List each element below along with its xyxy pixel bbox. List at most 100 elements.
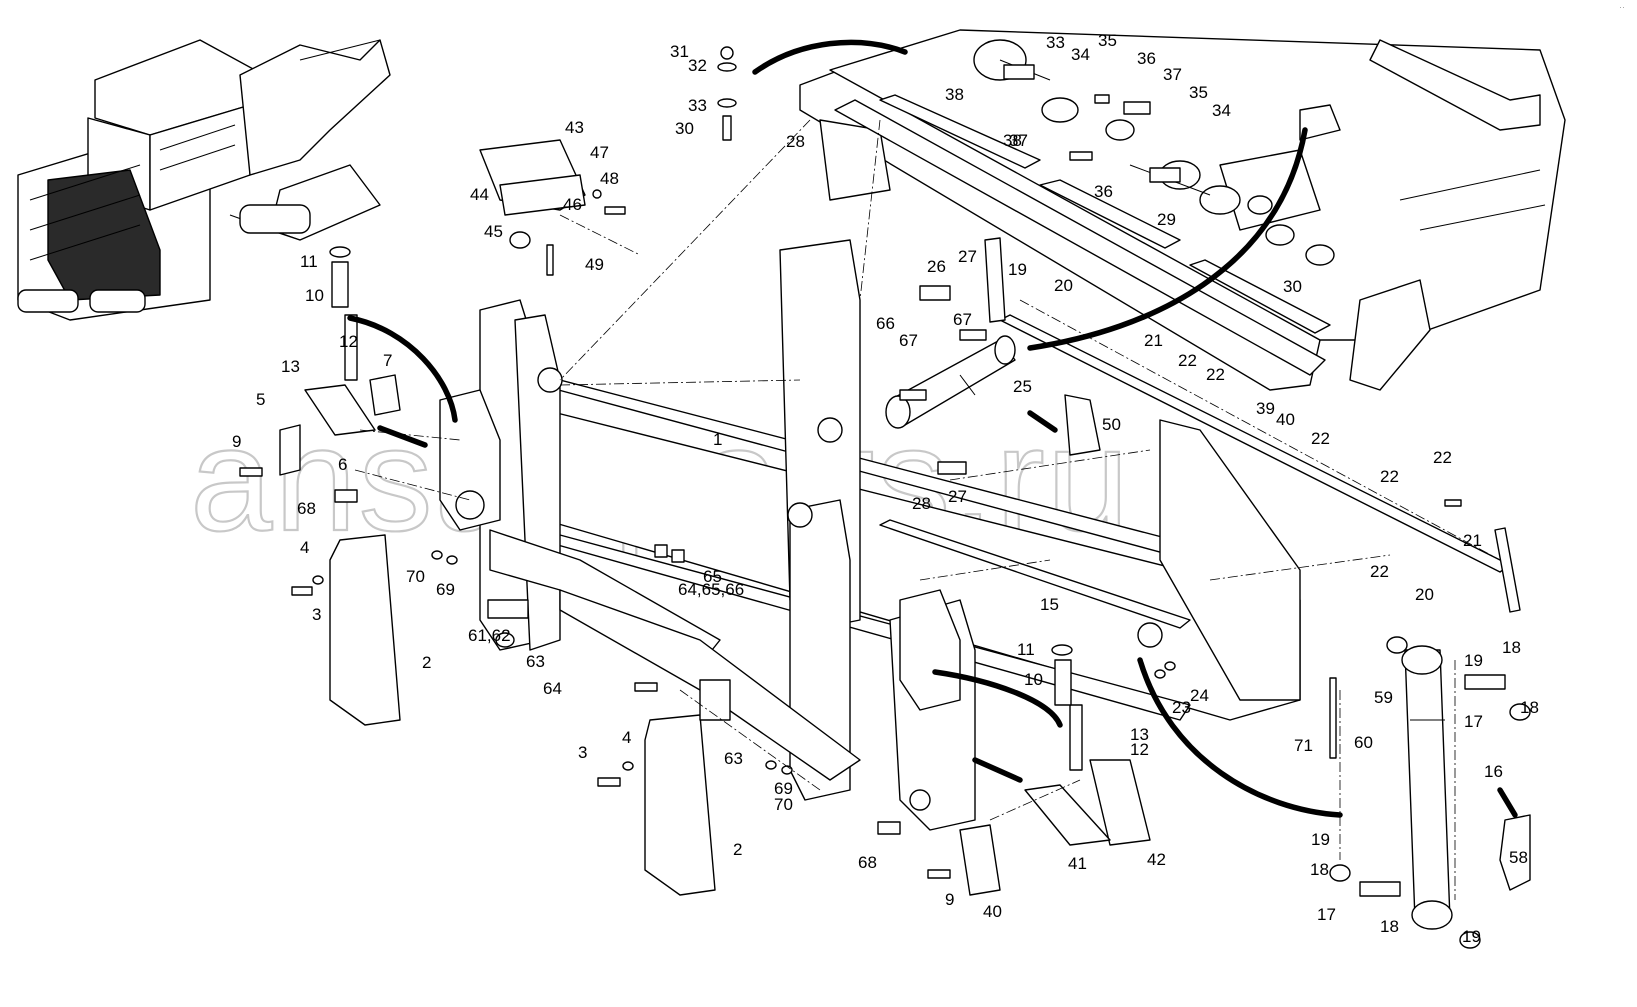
strip-30-lower: [1189, 259, 1331, 334]
callout-37: 37: [1009, 131, 1028, 150]
skid-plate-2-front: [644, 714, 716, 896]
plate-43: [1089, 759, 1151, 846]
callout-4: 4: [622, 728, 631, 747]
callout-19: 19: [1464, 651, 1483, 670]
callout-67: 67: [953, 310, 972, 329]
callout-12: 12: [1130, 740, 1149, 759]
callout-50: 50: [1102, 415, 1121, 434]
callout-63: 63: [724, 749, 743, 768]
strip-39: [879, 94, 1041, 169]
callout-23: 23: [1172, 698, 1191, 717]
callout-22: 22: [1311, 429, 1330, 448]
callout-45: 45: [484, 222, 503, 241]
callout-28: 28: [912, 494, 931, 513]
callout-3: 3: [312, 605, 321, 624]
plate-41: [959, 824, 1001, 896]
hydraulic-cylinder-26: [885, 335, 1016, 429]
callout-71: 71: [1294, 736, 1313, 755]
callout-29: 29: [1157, 210, 1176, 229]
callout-22: 22: [1380, 467, 1399, 486]
callout-63: 63: [526, 652, 545, 671]
callout-32: 32: [688, 56, 707, 75]
callout-37: 37: [1163, 65, 1182, 84]
callout-64: 64: [543, 679, 562, 698]
bracket-58: [1064, 394, 1101, 456]
callout-36: 36: [1137, 49, 1156, 68]
callout-40: 40: [1276, 410, 1295, 429]
ring-12-lower: [1051, 644, 1073, 656]
callout-30: 30: [675, 119, 694, 138]
corner-mark: ··: [1619, 2, 1625, 12]
fasteners: [239, 46, 1531, 949]
plate-5: [279, 424, 301, 476]
callout-69: 69: [774, 779, 793, 798]
callout-18: 18: [1310, 860, 1329, 879]
bar-15: [879, 519, 1191, 629]
callout-13: 13: [1130, 725, 1149, 744]
callout-10: 10: [305, 286, 324, 305]
callout-27: 27: [958, 247, 977, 266]
block-6: [304, 384, 376, 436]
callout-labels: 1223344567991010111112121313151617171818…: [232, 31, 1539, 946]
callout-70: 70: [406, 567, 425, 586]
callout-22: 22: [1206, 365, 1225, 384]
callout-68: 68: [297, 499, 316, 518]
callout-48: 48: [600, 169, 619, 188]
callout-17: 17: [1317, 905, 1336, 924]
skid-plate-2-left: [329, 534, 401, 726]
callout-20: 20: [1054, 276, 1073, 295]
bar-20-upper: [984, 237, 1006, 323]
callout-44: 44: [470, 185, 489, 204]
callout-18: 18: [1520, 698, 1539, 717]
callout-19: 19: [1311, 830, 1330, 849]
callout-16: 16: [1484, 762, 1503, 781]
wear-strip-29: [834, 99, 1326, 376]
callout-33: 33: [1046, 33, 1065, 52]
spring-10-lower: [1054, 659, 1072, 706]
callout-65: 65: [703, 567, 722, 586]
callout-58: 58: [1509, 848, 1528, 867]
bracket-59: [1499, 814, 1531, 891]
callout-42: 42: [1147, 850, 1166, 869]
callout-18: 18: [1380, 917, 1399, 936]
callout-6: 6: [338, 455, 347, 474]
bracket-assembly-44: [479, 139, 586, 249]
spring-10-upper: [331, 261, 349, 308]
strip-30-upper: [1039, 179, 1181, 249]
callout-28: 28: [786, 132, 805, 151]
callout-5: 5: [256, 390, 265, 409]
callout-38: 38: [945, 85, 964, 104]
callout-22: 22: [1433, 448, 1452, 467]
callout-41: 41: [1068, 854, 1087, 873]
plate-7: [369, 374, 401, 416]
callout-22: 22: [1178, 351, 1197, 370]
callout-17: 17: [1464, 712, 1483, 731]
callout-22: 22: [1370, 562, 1389, 581]
callout-70: 70: [774, 795, 793, 814]
callout-35: 35: [1189, 83, 1208, 102]
callout-9: 9: [232, 432, 241, 451]
callout-47: 47: [590, 143, 609, 162]
callout-36: 36: [1094, 182, 1113, 201]
callout-13: 13: [281, 357, 300, 376]
callout-31: 31: [670, 42, 689, 61]
pin-11-lower: [1069, 704, 1083, 771]
callout-46: 46: [563, 195, 582, 214]
callout-25: 25: [1013, 377, 1032, 396]
machine-overview-illustration: [17, 39, 391, 321]
callout-21: 21: [1463, 531, 1482, 550]
callout-1: 1: [713, 430, 722, 449]
callout-4: 4: [300, 538, 309, 557]
callout-19: 19: [1008, 260, 1027, 279]
callout-9: 9: [945, 890, 954, 909]
callout-38: 38: [1003, 131, 1022, 150]
callout-30: 30: [1283, 277, 1302, 296]
callout-21: 21: [1144, 331, 1163, 350]
callout-19: 19: [1462, 927, 1481, 946]
ring-12-upper: [329, 246, 351, 258]
callout-67: 67: [899, 331, 918, 350]
hydraulic-cylinder-16: [1401, 645, 1453, 930]
callout-27: 27: [948, 487, 967, 506]
callout-12: 12: [339, 332, 358, 351]
